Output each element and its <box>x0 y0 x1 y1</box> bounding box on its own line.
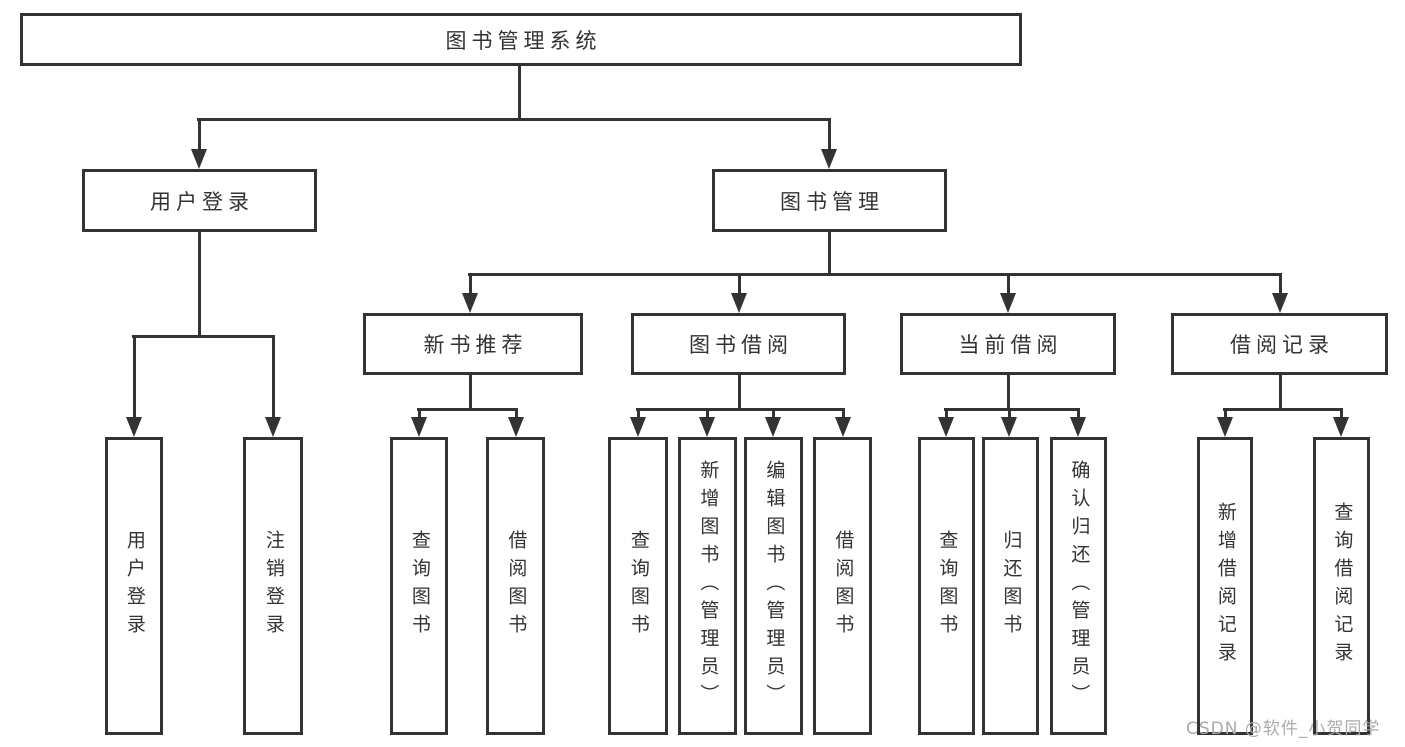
connector-line <box>133 335 136 418</box>
node-label: 借阅图书 <box>505 530 528 642</box>
arrow-down-icon <box>835 417 851 437</box>
node-label: 查询图书 <box>936 530 959 642</box>
node-label: 查询图书 <box>408 530 431 642</box>
node-label: 确认归还（管理员） <box>1068 460 1091 712</box>
connector-line <box>1007 375 1010 408</box>
node-label: 归还图书 <box>1000 530 1023 642</box>
node-label: 借阅记录 <box>1230 333 1334 357</box>
connector-line <box>1008 408 1011 419</box>
arrow-down-icon <box>1333 417 1349 437</box>
leaf-query-books-current: 查询图书 <box>918 437 975 735</box>
node-label: 新增图书（管理员） <box>697 460 720 712</box>
arrow-down-icon <box>508 417 524 437</box>
connector-line <box>1279 375 1282 408</box>
node-label: 当前借阅 <box>958 333 1063 357</box>
connector-line <box>198 232 201 335</box>
node-label: 图书借阅 <box>689 333 793 357</box>
node-label: 新增借阅记录 <box>1214 502 1237 670</box>
connector-line <box>518 66 521 118</box>
arrow-down-icon <box>265 417 281 437</box>
connector-line <box>828 232 831 273</box>
connector-line <box>1077 408 1080 419</box>
arrow-down-icon <box>411 417 427 437</box>
connector-line <box>1340 408 1343 419</box>
leaf-query-books-recommend: 查询图书 <box>390 437 448 735</box>
connector-line <box>945 408 948 419</box>
node-label: 注销登录 <box>262 530 285 642</box>
leaf-add-book-admin: 新增图书（管理员） <box>678 437 737 735</box>
connector-line <box>417 408 518 411</box>
node-current-borrowing: 当前借阅 <box>900 313 1116 375</box>
leaf-add-borrow-record: 新增借阅记录 <box>1197 437 1253 735</box>
node-borrowing-records: 借阅记录 <box>1171 313 1388 375</box>
arrow-down-icon <box>630 417 646 437</box>
connector-line <box>706 408 709 419</box>
leaf-query-books-borrowing: 查询图书 <box>608 437 668 735</box>
node-book-borrowing: 图书借阅 <box>631 313 846 375</box>
arrow-down-icon <box>1217 417 1233 437</box>
leaf-logout: 注销登录 <box>243 437 303 735</box>
connector-line <box>738 375 741 408</box>
node-user-login: 用户登录 <box>82 169 317 232</box>
leaf-borrow-books-recommend: 借阅图书 <box>486 437 545 735</box>
arrow-down-icon <box>821 149 837 169</box>
leaf-return-book: 归还图书 <box>982 437 1039 735</box>
connector-line <box>1007 273 1010 294</box>
leaf-borrow-books-borrowing: 借阅图书 <box>813 437 872 735</box>
leaf-confirm-return-admin: 确认归还（管理员） <box>1050 437 1107 735</box>
connector-line <box>828 118 831 151</box>
arrow-down-icon <box>126 417 142 437</box>
arrow-down-icon <box>1000 293 1016 313</box>
connector-line <box>515 408 518 419</box>
leaf-edit-book-admin: 编辑图书（管理员） <box>744 437 803 735</box>
arrow-down-icon <box>699 417 715 437</box>
arrow-down-icon <box>191 149 207 169</box>
connector-line <box>418 408 421 419</box>
node-label: 图书管理系统 <box>445 28 602 53</box>
connector-line <box>468 273 1282 276</box>
node-label: 图书管理 <box>780 189 884 214</box>
node-label: 编辑图书（管理员） <box>763 460 786 712</box>
leaf-query-borrow-record: 查询借阅记录 <box>1313 437 1370 735</box>
connector-line <box>1279 273 1282 294</box>
connector-line <box>738 273 741 294</box>
connector-line <box>198 118 201 151</box>
node-label: 新书推荐 <box>423 333 528 357</box>
connector-line <box>469 273 472 294</box>
arrow-down-icon <box>462 293 478 313</box>
arrow-down-icon <box>731 293 747 313</box>
node-label: 用户登录 <box>123 530 146 642</box>
arrow-down-icon <box>1001 417 1017 437</box>
arrow-down-icon <box>938 417 954 437</box>
connector-line <box>772 408 775 419</box>
connector-line <box>469 375 472 408</box>
watermark: CSDN @软件_小贺同学 <box>1186 719 1381 739</box>
arrow-down-icon <box>765 417 781 437</box>
node-label: 查询借阅记录 <box>1331 502 1354 670</box>
connector-line <box>132 335 275 338</box>
connector-line <box>1223 408 1343 411</box>
connector-line <box>944 408 1080 411</box>
node-new-book-recommendation: 新书推荐 <box>363 313 583 375</box>
arrow-down-icon <box>1070 417 1086 437</box>
connector-line <box>842 408 845 419</box>
connector-line <box>197 118 831 121</box>
node-library-management-system: 图书管理系统 <box>20 13 1022 66</box>
node-book-management: 图书管理 <box>712 169 947 232</box>
connector-line <box>272 335 275 418</box>
node-label: 借阅图书 <box>832 530 855 642</box>
arrow-down-icon <box>1272 293 1288 313</box>
node-label: 查询图书 <box>627 530 650 642</box>
connector-line <box>1224 408 1227 419</box>
node-label: 用户登录 <box>150 189 254 214</box>
leaf-user-login: 用户登录 <box>105 437 163 735</box>
connector-line <box>636 408 845 411</box>
connector-line <box>637 408 640 419</box>
